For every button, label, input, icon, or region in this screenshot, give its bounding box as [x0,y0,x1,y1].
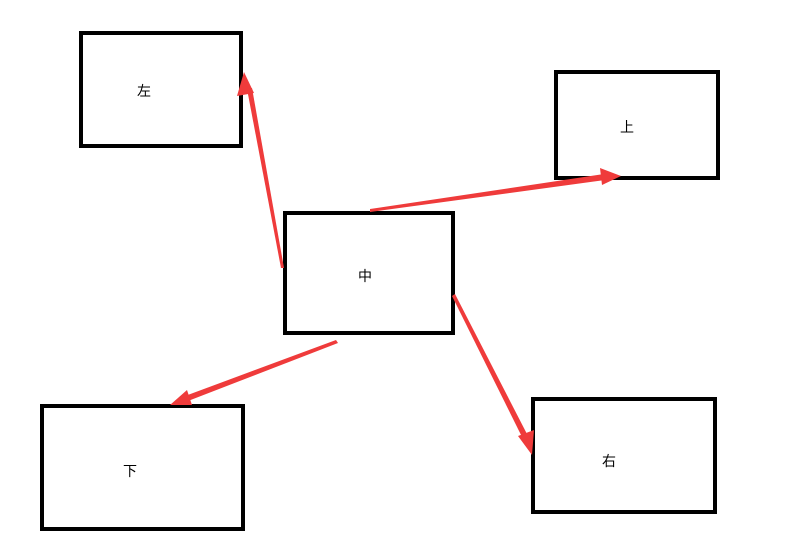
box-left-label: 左 [137,84,151,100]
box-center-label: 中 [358,269,372,285]
arrow-center-to-left [237,72,284,268]
box-down-label: 下 [123,464,137,480]
arrow-center-to-right-shaft [452,294,528,439]
box-right-label: 右 [602,454,616,470]
arrow-center-to-left-shaft [247,88,284,268]
arrow-center-to-down-head [170,390,192,405]
box-up-label: 上 [620,120,634,136]
arrow-center-to-right [452,294,534,455]
box-up [554,70,720,180]
box-down [40,404,245,531]
arrow-center-to-down-shaft [185,340,338,401]
box-right [531,397,717,514]
box-left [79,31,243,148]
arrow-center-to-down [170,340,338,405]
box-center [283,211,455,335]
